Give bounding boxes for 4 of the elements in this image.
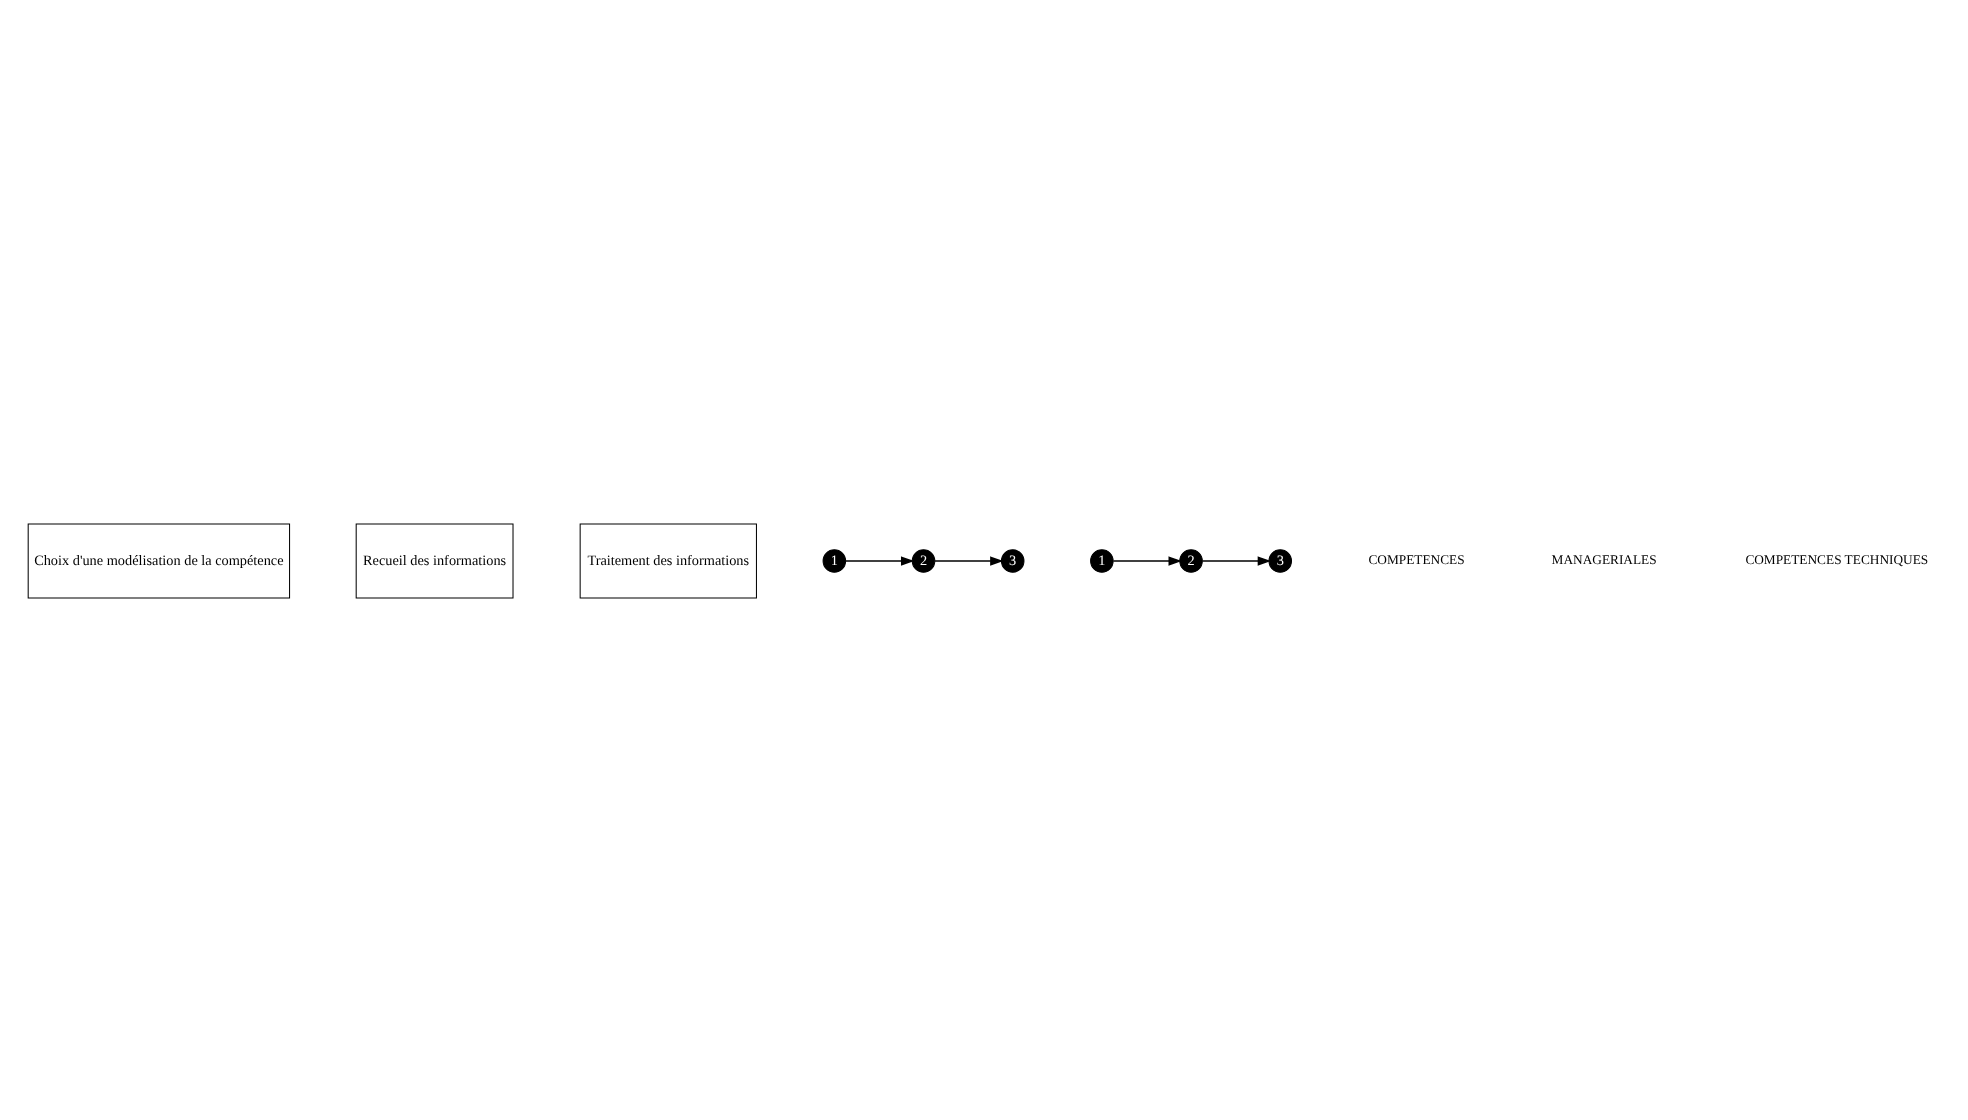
arrow	[1201, 555, 1271, 565]
arrow	[934, 555, 1004, 565]
arrow	[845, 555, 915, 565]
arrow	[1112, 555, 1182, 565]
